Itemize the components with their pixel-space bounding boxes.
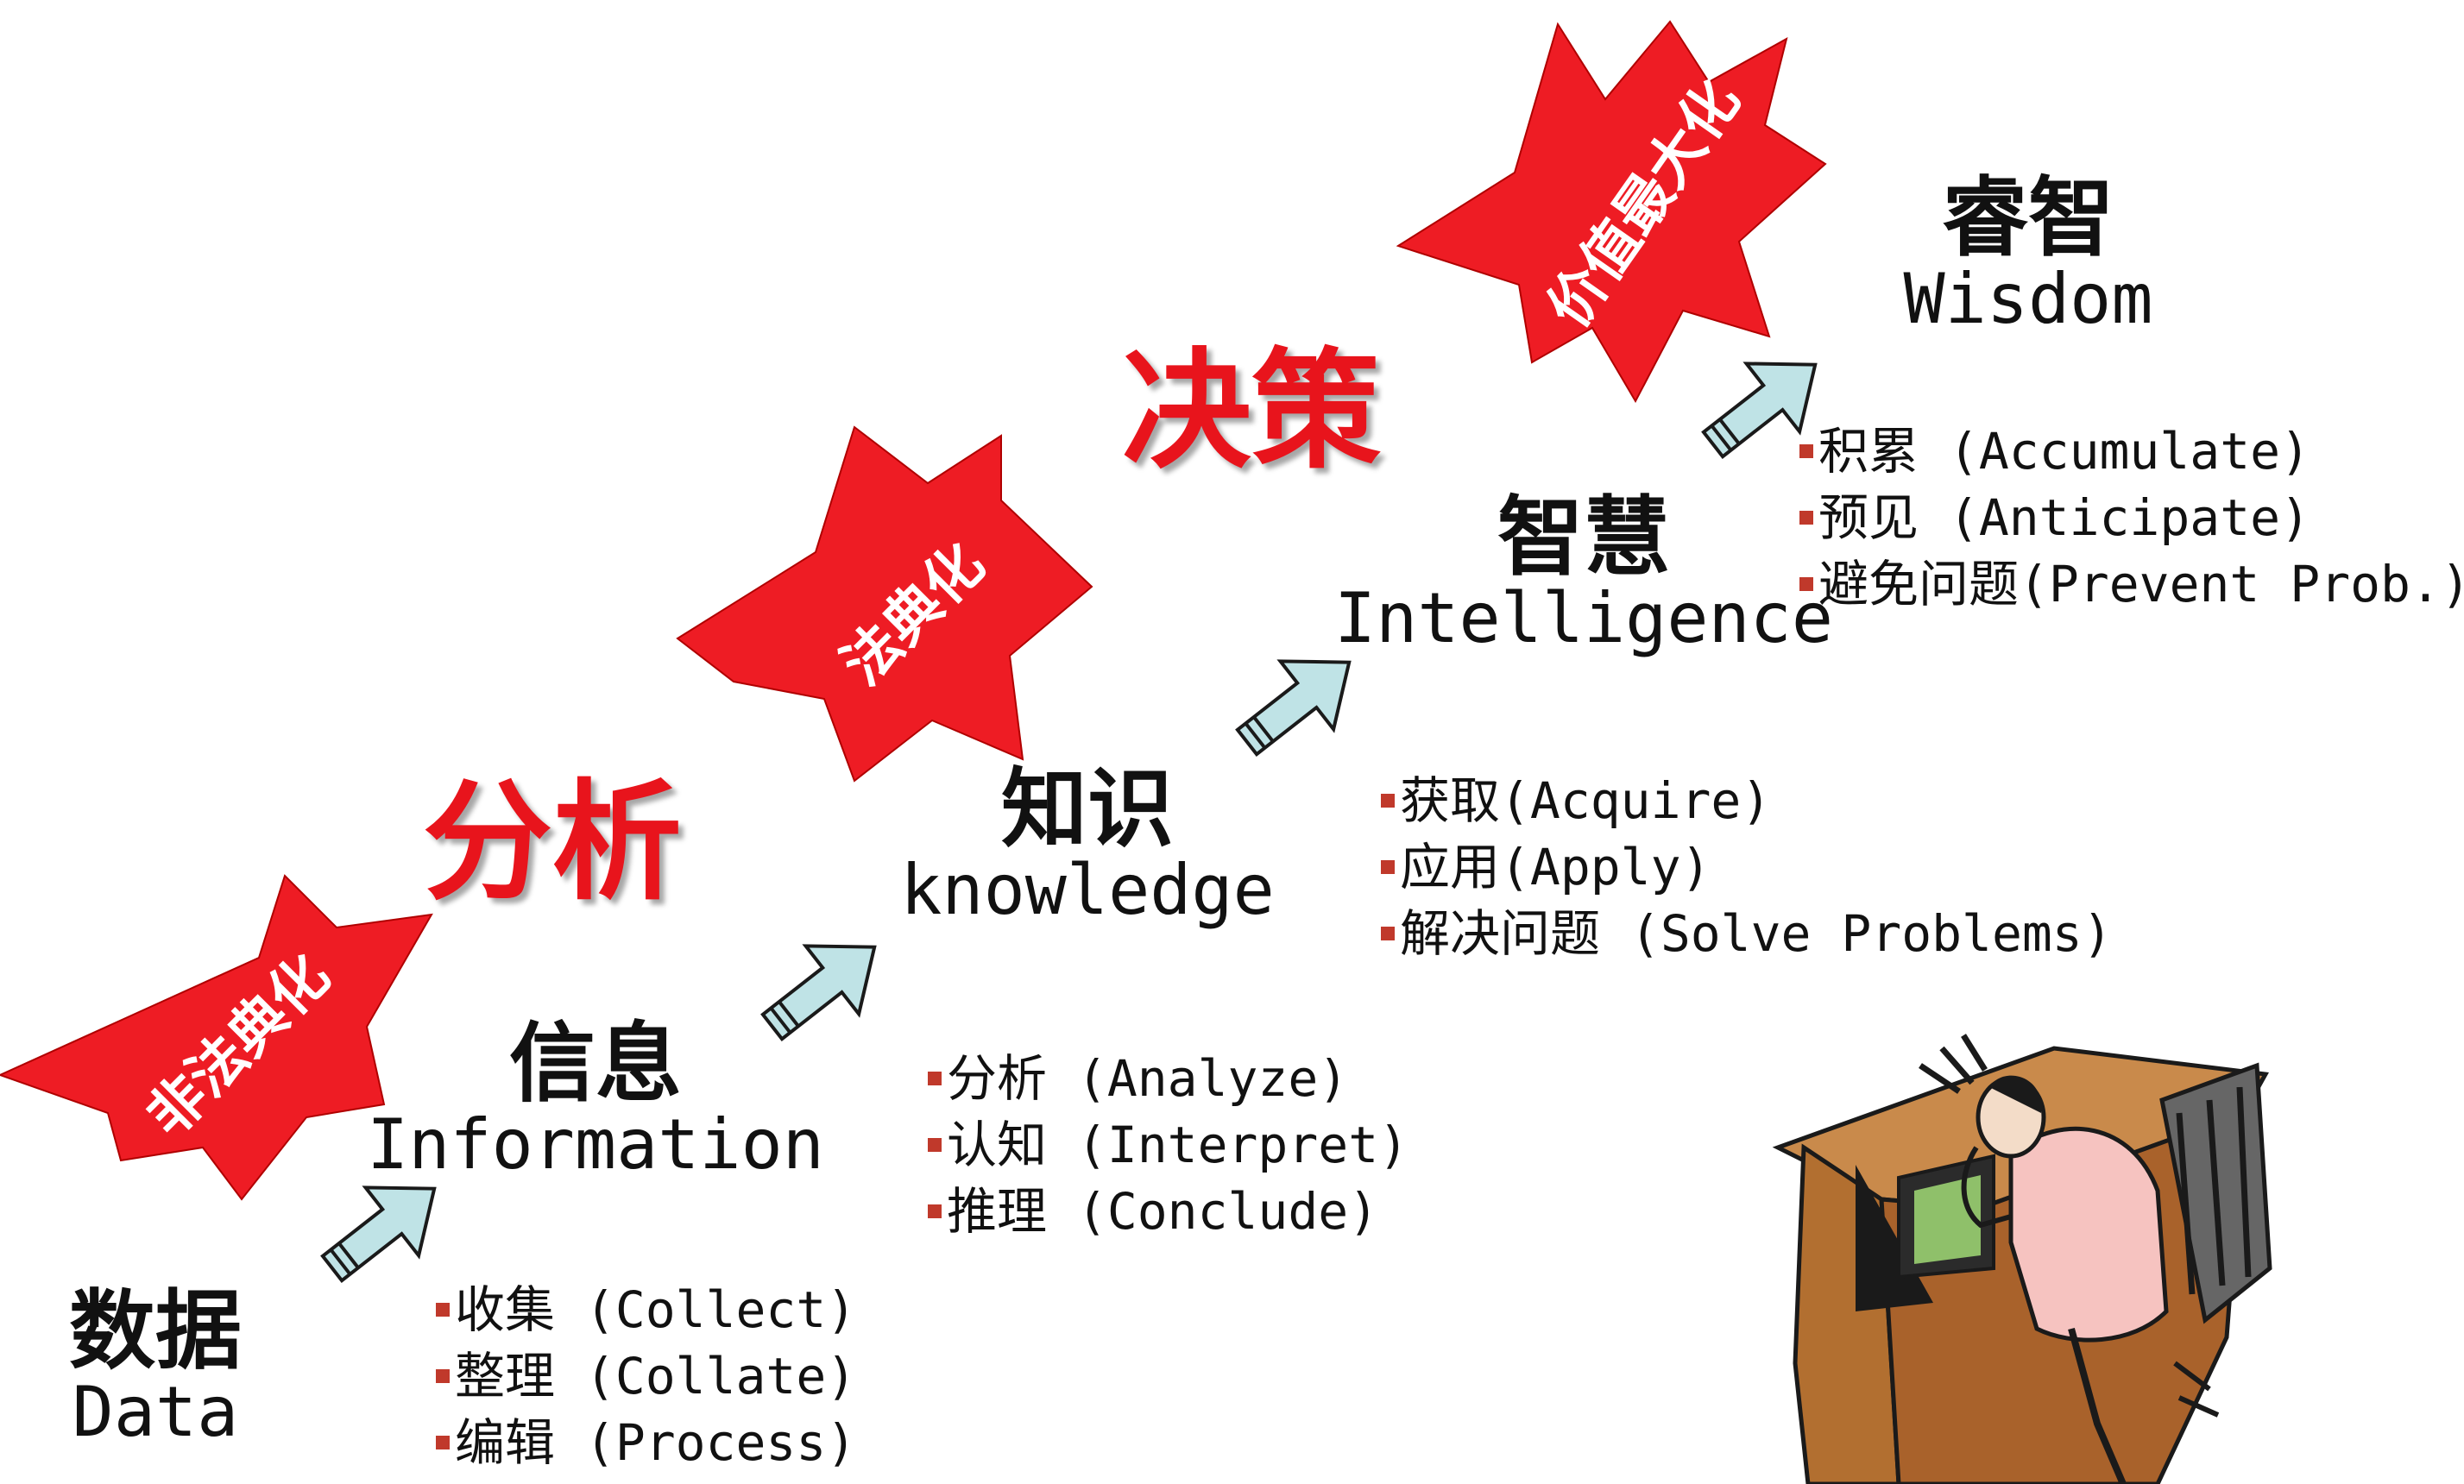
level-information-zh: 信息 (509, 1013, 682, 1114)
step-arrow-icon-4 (1701, 362, 1818, 459)
activity-item: 整理 (Collate) (436, 1343, 856, 1410)
level-intelligence-en: Intelligence (1334, 578, 1833, 658)
activity-item: 认知 (Interpret) (928, 1112, 1408, 1179)
bullet-icon (436, 1302, 450, 1317)
activity-item: 编辑 (Process) (436, 1410, 856, 1476)
level-data-zh: 数据 (69, 1280, 242, 1381)
bullet-icon (928, 1204, 942, 1218)
activity-item: 分析 (Analyze) (928, 1046, 1408, 1112)
activities-knowledge: 获取(Acquire) 应用(Apply) 解决问题 (Solve Proble… (1381, 768, 2113, 967)
bullet-icon (1381, 859, 1395, 874)
level-data: 数据 Data (69, 1286, 242, 1449)
level-intelligence-zh: 智慧 (1497, 487, 1670, 588)
activity-item: 避免问题(Prevent Prob.) (1799, 551, 2464, 618)
burst-icon-3 (1396, 20, 1827, 404)
level-wisdom-zh: 睿智 (1942, 167, 2114, 268)
bullet-icon (436, 1435, 450, 1449)
activity-item: 预见 (Anticipate) (1799, 485, 2464, 551)
bullet-icon (1799, 510, 1813, 525)
activity-item: 收集 (Collect) (436, 1277, 856, 1343)
step-arrow-icon-3 (1235, 659, 1352, 757)
level-knowledge: 知识 knowledge (898, 764, 1277, 927)
bullet-icon (436, 1368, 450, 1383)
level-information-en: Information (367, 1104, 824, 1185)
bullet-icon (1799, 576, 1813, 591)
bullet-icon (928, 1137, 942, 1152)
level-wisdom-en: Wisdom (1903, 259, 2153, 339)
step-arrow-icon-1 (320, 1185, 437, 1283)
burst-icon-1 (0, 874, 433, 1201)
activities-information: 分析 (Analyze) 认知 (Interpret) 推理 (Conclude… (928, 1046, 1408, 1245)
bullet-icon (1381, 793, 1395, 808)
activity-item: 应用(Apply) (1381, 834, 2113, 901)
level-wisdom: 睿智 Wisdom (1899, 173, 2158, 336)
person-at-desk-icon (1772, 1034, 2272, 1484)
burst-icon-2 (676, 425, 1093, 783)
bullet-icon (1799, 443, 1813, 458)
activity-item: 推理 (Conclude) (928, 1179, 1408, 1245)
level-knowledge-en: knowledge (900, 850, 1275, 930)
stage-label-decision: 决策 (1122, 336, 1382, 487)
level-information: 信息 Information (362, 1018, 829, 1181)
bullet-icon (928, 1071, 942, 1085)
activities-intelligence: 积累 (Accumulate) 预见 (Anticipate) 避免问题(Pre… (1799, 418, 2464, 618)
level-intelligence: 智慧 Intelligence (1333, 492, 1834, 655)
activity-item: 获取(Acquire) (1381, 768, 2113, 834)
activity-item: 积累 (Accumulate) (1799, 418, 2464, 485)
stage-label-analysis: 分析 (423, 768, 683, 918)
bullet-icon (1381, 926, 1395, 940)
activities-data: 收集 (Collect) 整理 (Collate) 编辑 (Process) (436, 1277, 856, 1476)
step-arrow-icon-2 (760, 944, 877, 1041)
activity-item: 解决问题 (Solve Problems) (1381, 901, 2113, 967)
level-data-en: Data (72, 1372, 239, 1452)
level-knowledge-zh: 知识 (1001, 758, 1174, 859)
